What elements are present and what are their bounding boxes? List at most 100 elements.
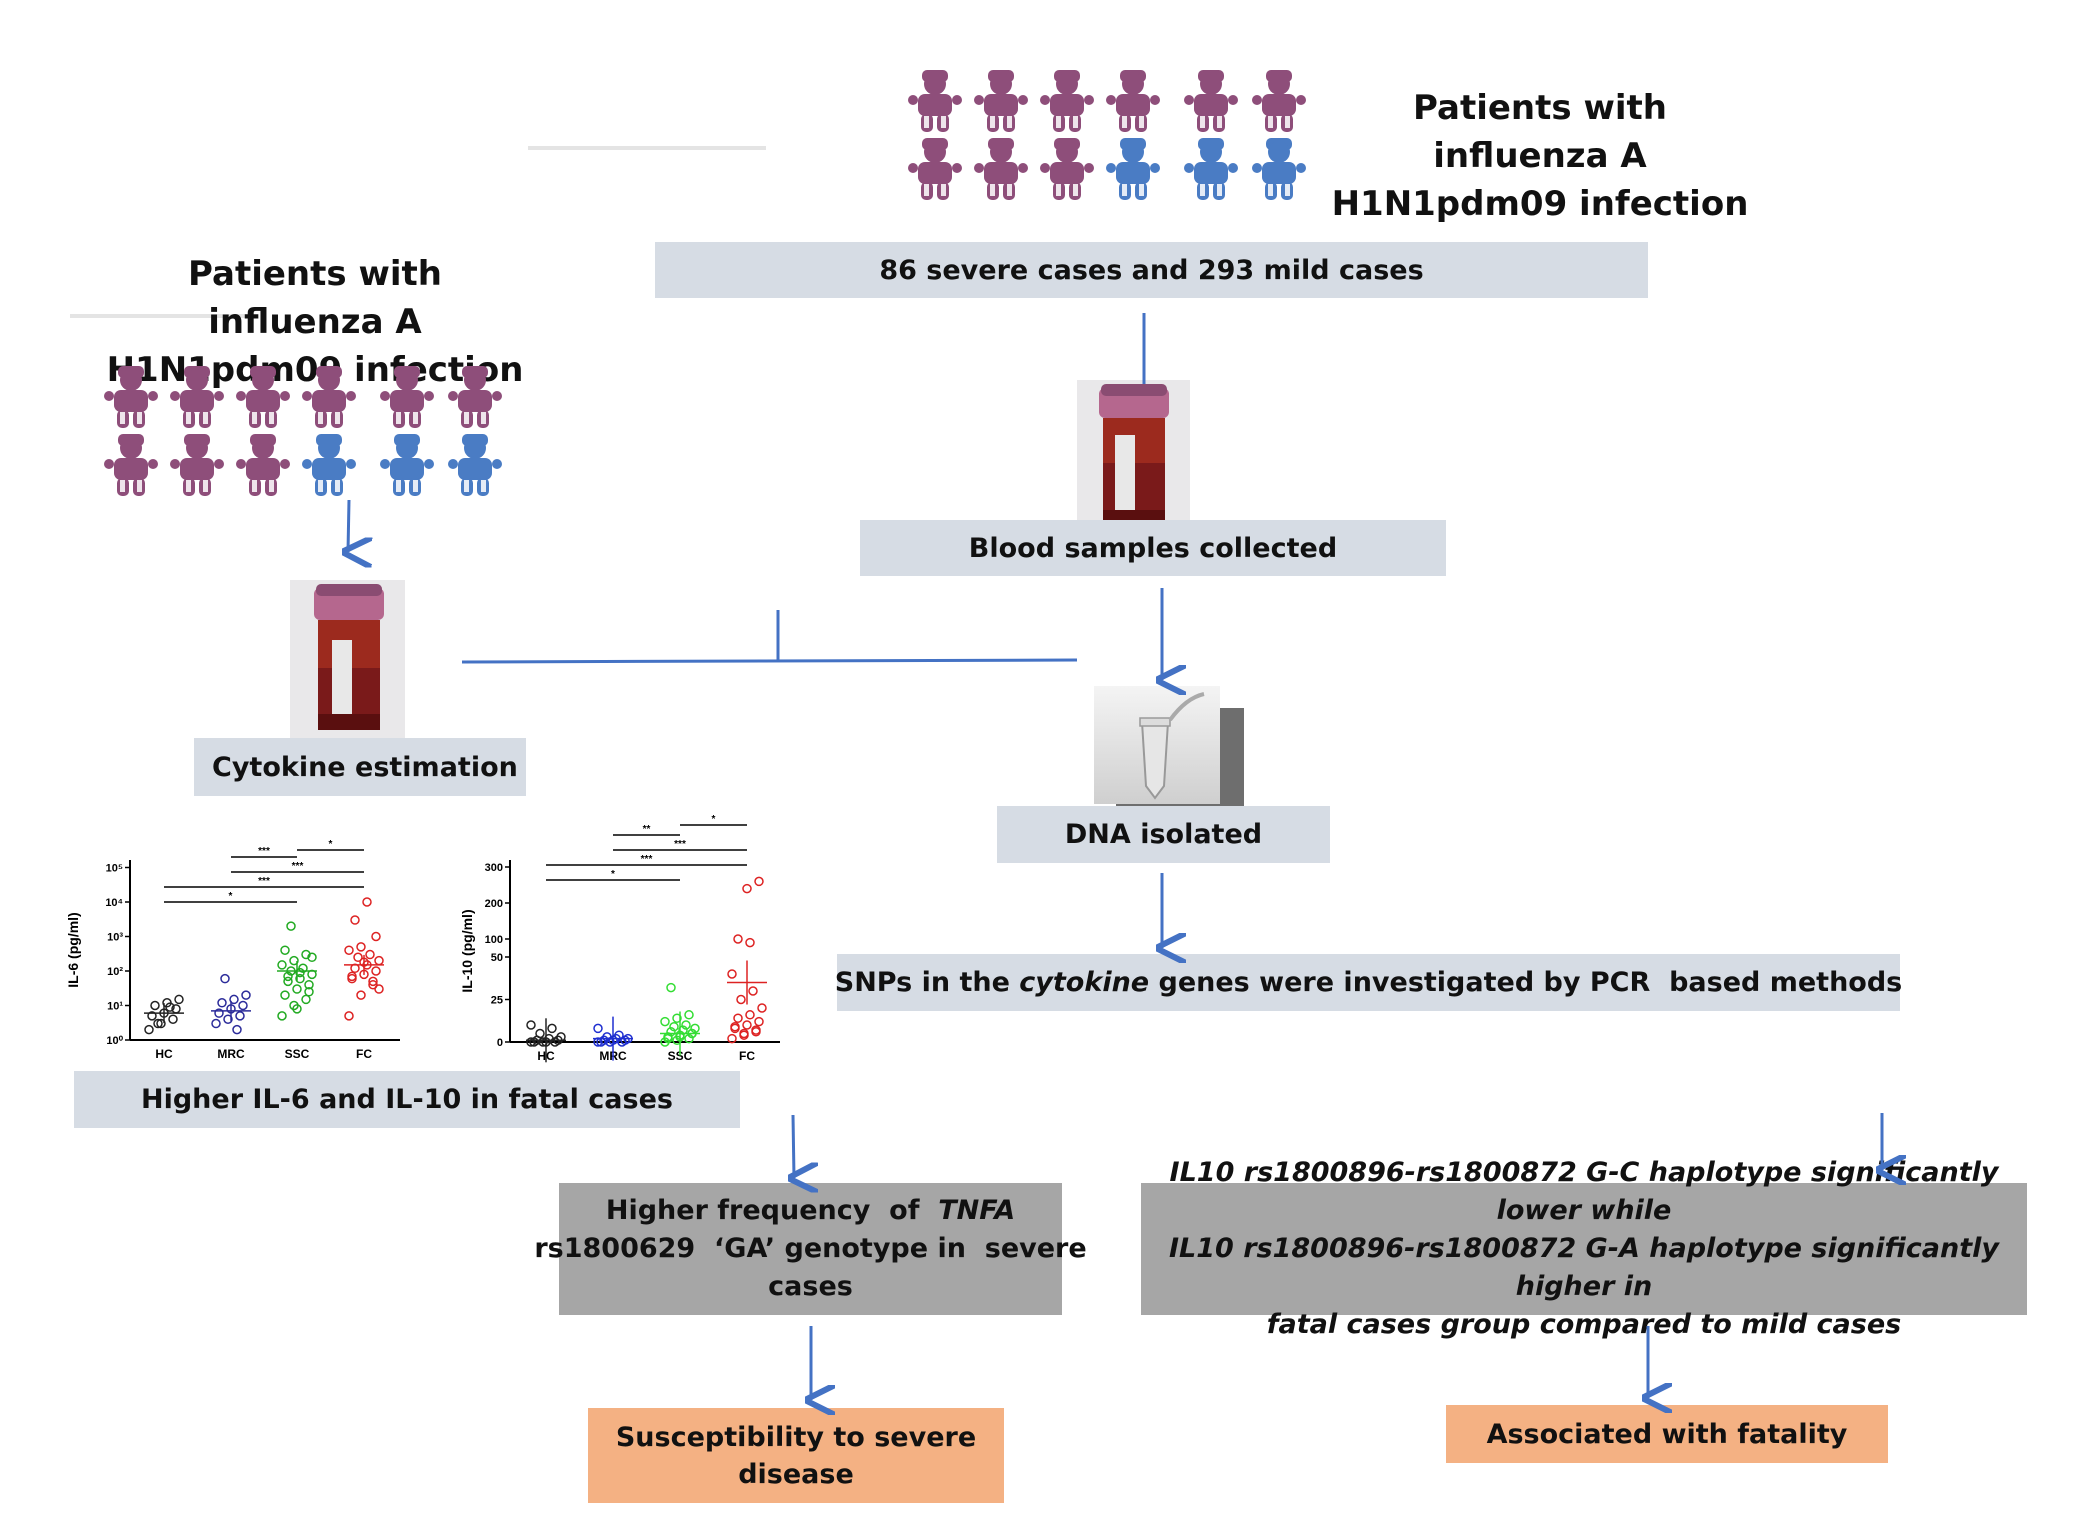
divider-line: [70, 314, 250, 318]
susceptibility-line2: disease: [738, 1458, 854, 1490]
significance-label: ***: [292, 861, 304, 872]
series-HC: [144, 994, 184, 1035]
fatality-box: Associated with fatality: [1446, 1405, 1888, 1463]
cytokine-box: Cytokine estimation: [194, 738, 526, 796]
y-tick-label: 10⁵: [106, 863, 123, 875]
series-HC: [526, 1018, 566, 1063]
significance-label: *: [329, 839, 333, 850]
data-point: [307, 952, 317, 963]
person-icon: [908, 138, 962, 200]
series-FC: [727, 876, 767, 1044]
data-point: [344, 945, 354, 955]
data-point: [211, 1018, 221, 1029]
data-point: [547, 1023, 557, 1034]
data-point: [371, 966, 381, 976]
dna-box: DNA isolated: [997, 806, 1330, 863]
data-point: [754, 876, 764, 887]
cytokine-label: Cytokine estimation: [212, 751, 518, 783]
y-tick-label: 10⁰: [106, 1035, 123, 1047]
snp-box: SNPs in the cytokine genes were investig…: [834, 954, 1902, 1011]
data-point: [672, 1013, 682, 1023]
series-FC: [344, 897, 384, 1021]
data-point: [353, 952, 363, 963]
left-title-line2: H1N1pdm09 infection: [106, 350, 524, 390]
significance-label: ***: [258, 846, 270, 857]
cytokine-tube-image: [290, 580, 405, 738]
data-point: [214, 1008, 224, 1018]
person-icon: [236, 434, 290, 496]
data-point: [150, 1000, 160, 1011]
data-point: [301, 994, 311, 1005]
data-point: [526, 1037, 536, 1047]
left-title-line1: Patients with influenza A: [188, 254, 442, 342]
significance-label: ***: [641, 854, 653, 865]
data-point: [365, 949, 375, 960]
y-axis-label: IL-6 (pg/ml): [65, 912, 81, 987]
blood-box: Blood samples collected: [860, 520, 1446, 576]
person-icon: [1184, 138, 1238, 200]
y-tick-label: 300: [485, 862, 503, 874]
person-icon: [448, 434, 502, 496]
person-icon: [170, 366, 224, 428]
data-point: [526, 1020, 536, 1030]
data-point: [362, 897, 372, 907]
tnfa-line1-pre: Higher frequency of: [605, 1195, 939, 1226]
tnfa-line3: cases: [768, 1271, 853, 1302]
data-point: [174, 994, 184, 1005]
data-point: [295, 973, 305, 984]
data-point: [232, 1024, 242, 1035]
divider-line: [528, 146, 766, 150]
data-point: [356, 990, 366, 1000]
data-point: [745, 1010, 755, 1020]
right-title: Patients with influenza A H1N1pdm09 infe…: [1325, 84, 1755, 228]
person-icon: [170, 434, 224, 496]
il10-line1: IL10 rs1800896-rs1800872 G-C haplotype s…: [1169, 1157, 1999, 1226]
person-icon: [302, 434, 356, 496]
significance-bar: ***: [231, 846, 297, 858]
data-point: [368, 979, 378, 990]
data-point: [544, 1033, 554, 1044]
tnfa-line1: Higher frequency of TNFA: [606, 1192, 1015, 1230]
person-icon: [1106, 70, 1160, 132]
person-icon: [1252, 138, 1306, 200]
il10-box: IL10 rs1800896-rs1800872 G-C haplotype s…: [1141, 1157, 2027, 1340]
data-point: [730, 1021, 740, 1032]
data-point: [690, 1023, 700, 1034]
il10-line3: fatal cases group compared to mild cases: [1266, 1309, 1902, 1340]
series-MRC: [593, 1016, 633, 1061]
y-tick-label: 10³: [107, 932, 123, 944]
person-icon: [1040, 138, 1094, 200]
data-point: [727, 1033, 737, 1044]
right-title-line2: H1N1pdm09 infection: [1331, 184, 1749, 224]
significance-bar: *: [297, 839, 364, 851]
data-point: [374, 984, 384, 994]
data-point: [344, 1011, 354, 1021]
person-icon: [1184, 70, 1238, 132]
data-point: [289, 955, 299, 966]
data-point: [681, 1020, 691, 1030]
snp-text-1: SNPs in the: [834, 967, 1020, 998]
significance-bar: *: [546, 869, 680, 881]
x-tick-label: FC: [356, 1047, 372, 1061]
data-point: [751, 1025, 761, 1035]
data-point: [235, 1011, 245, 1021]
data-point: [220, 973, 230, 984]
data-point: [754, 1016, 764, 1027]
tnfa-box: Higher frequency of TNFA rs1800629 ‘GA’ …: [534, 1183, 1087, 1315]
person-icon: [1040, 70, 1094, 132]
person-icon: [380, 366, 434, 428]
data-point: [742, 1020, 752, 1030]
x-tick-label: MRC: [217, 1047, 245, 1061]
data-point: [748, 986, 758, 996]
dna-tube-image: [1094, 686, 1244, 826]
il-box: Higher IL-6 and IL-10 in fatal cases: [74, 1071, 740, 1128]
y-tick-label: 0: [497, 1037, 503, 1049]
cases-box: 86 severe cases and 293 mild cases: [655, 242, 1648, 298]
data-point: [356, 942, 366, 952]
data-point: [286, 921, 296, 931]
data-point: [283, 971, 293, 982]
data-point: [277, 960, 287, 970]
